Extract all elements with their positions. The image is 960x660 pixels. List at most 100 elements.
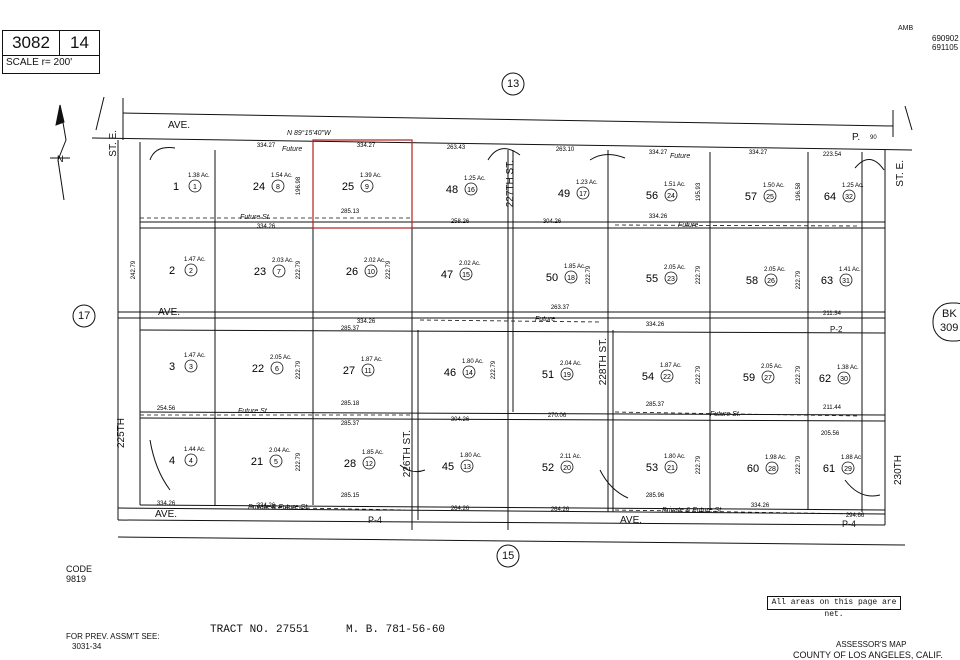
map-book-reference: M. B. 781-56-60 xyxy=(346,624,446,636)
side-dimension-label: 222.79 xyxy=(296,260,302,279)
dimension-label: 334.26 xyxy=(257,503,276,509)
parcel-id-circle xyxy=(660,369,674,383)
parcel-id: 11 xyxy=(364,368,371,375)
parcel-id: 29 xyxy=(844,466,852,473)
parcel-id-circle xyxy=(560,460,574,474)
street-p2: P-2 xyxy=(830,325,843,334)
dimension-label: 334.26 xyxy=(157,501,176,507)
dimension-label: 334.27 xyxy=(749,150,768,156)
side-dimension-label: 196.98 xyxy=(296,176,302,195)
parcel-number: 49 xyxy=(558,188,570,200)
street-top-p: P. xyxy=(852,132,861,143)
dimension-label: 223.54 xyxy=(823,152,842,158)
dimension-label: 285.37 xyxy=(341,326,360,332)
parcel-id-circle xyxy=(761,370,775,384)
parcel-number: 50 xyxy=(546,272,558,284)
parcel-area: 1.47 Ac. xyxy=(184,257,206,263)
parcel-area: 1.87 Ac. xyxy=(361,357,383,363)
dimension-label: 334.26 xyxy=(357,319,376,325)
parcel-id: 25 xyxy=(766,194,774,201)
parcel-number: 47 xyxy=(441,269,453,281)
parcel-area: 1.98 Ac. xyxy=(765,455,787,461)
parcel-number: 27 xyxy=(343,365,355,377)
parcel-area: 1.25 Ac. xyxy=(464,176,486,182)
parcel-area: 1.87 Ac. xyxy=(660,363,682,369)
map-number-box: 3082 14 SCALE r= 200' xyxy=(2,30,100,74)
parcel-number: 3 xyxy=(169,361,175,373)
street-future-7: Future xyxy=(670,153,691,160)
parcel-area: 1.80 Ac. xyxy=(664,454,686,460)
side-dimension-label: 222.79 xyxy=(296,360,302,379)
parcel-number: 62 xyxy=(819,373,831,385)
dimension-label: 285.37 xyxy=(646,402,665,408)
parcel-area: 1.47 Ac. xyxy=(184,353,206,359)
parcel-id-circle xyxy=(842,189,856,203)
dimension-label: 304.26 xyxy=(543,219,562,225)
parcel-id: 6 xyxy=(275,366,279,373)
parcel-area: 1.80 Ac. xyxy=(462,359,484,365)
parcel-number: 45 xyxy=(442,461,454,473)
parcel-area: 1.88 Ac. xyxy=(841,455,863,461)
adjoining-left: 17 xyxy=(78,310,91,322)
parcel-id: 12 xyxy=(365,461,373,468)
parcel-area: 2.05 Ac. xyxy=(664,265,686,271)
dimension-label: 258.26 xyxy=(451,219,470,225)
adjoining-top: 13 xyxy=(507,78,520,90)
parcel-id-circle xyxy=(560,367,574,381)
parcel-id-circle xyxy=(184,263,198,277)
top-bearing: N 89°15'40"W xyxy=(287,130,331,137)
parcel-id-circle xyxy=(837,371,851,385)
dimension-label: 285.96 xyxy=(646,493,665,499)
parcel-number: 60 xyxy=(747,463,759,475)
parcel-area: 2.05 Ac. xyxy=(764,267,786,273)
parcel-number: 46 xyxy=(444,367,456,379)
parcel-id: 30 xyxy=(840,376,848,383)
prev-assessment-value: 3031-34 xyxy=(72,642,102,651)
street-bottom-left-ave: AVE. xyxy=(155,509,178,520)
parcel-number: 64 xyxy=(824,191,836,203)
parcel-number: 28 xyxy=(344,458,356,470)
dimension-label: 294.66 xyxy=(846,513,865,519)
parcel-area: 1.23 Ac. xyxy=(576,180,598,186)
parcel-id: 10 xyxy=(367,269,375,276)
parcel-3: 1.47 Ac. 3 3 xyxy=(169,353,206,373)
side-dimension-label: 222.79 xyxy=(696,455,702,474)
parcel-id: 18 xyxy=(567,275,575,282)
corner-code-2: 691105 xyxy=(932,43,959,52)
parcel-id-circle xyxy=(360,179,374,193)
parcel-area: 1.51 Ac. xyxy=(664,182,686,188)
parcel-id: 1 xyxy=(193,184,197,191)
parcel-number: 57 xyxy=(745,191,757,203)
parcel-id-circle xyxy=(270,361,284,375)
parcel-area: 2.04 Ac. xyxy=(560,361,582,367)
street-230th: 230TH xyxy=(893,455,904,486)
map-page-number: 14 xyxy=(60,31,99,56)
side-dimension-label: 222.79 xyxy=(491,360,497,379)
parcel-id-circle xyxy=(464,182,478,196)
parcel-id-circle xyxy=(664,460,678,474)
parcel-area: 1.85 Ac. xyxy=(362,450,384,456)
parcel-number: 54 xyxy=(642,371,654,383)
dimension-label: 334.26 xyxy=(649,214,668,220)
map-book-number: 3082 xyxy=(3,31,60,56)
street-private-future-left: Private & Future St. xyxy=(248,504,310,511)
parcel-id: 15 xyxy=(462,272,470,279)
dimension-label: 334.26 xyxy=(257,224,276,230)
parcel-id: 7 xyxy=(277,269,281,276)
parcel-id: 3 xyxy=(189,364,193,371)
dimension-label: 304.26 xyxy=(451,417,470,423)
parcel-id: 4 xyxy=(189,458,193,465)
adjoining-right-number: 309 xyxy=(940,322,959,334)
dimension-label: 285.18 xyxy=(341,401,360,407)
parcel-28: 1.85 Ac. 28 12 xyxy=(344,450,384,470)
side-dimension-label: 222.79 xyxy=(696,265,702,284)
